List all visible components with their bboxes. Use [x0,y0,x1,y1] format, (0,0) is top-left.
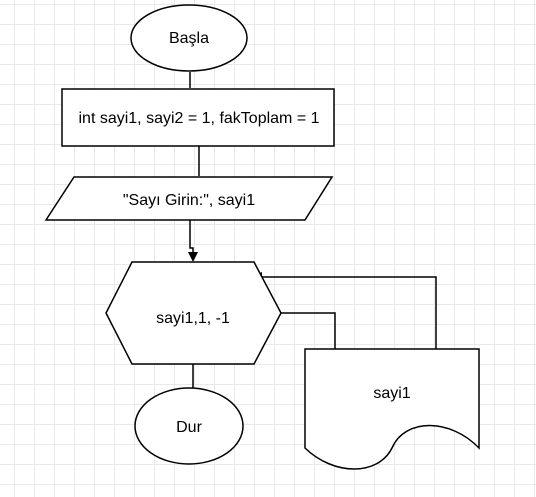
loop-label: sayi1,1, -1 [156,310,230,327]
init-label: int sayi1, sayi2 = 1, fakToplam = 1 [78,110,319,127]
input-parallelogram [44,176,334,221]
start-terminator [130,4,248,72]
connector-loop-output [281,312,336,349]
output-label: sayi1 [373,385,410,402]
arrow-output-loop [252,272,437,349]
output-document [304,348,480,470]
input-label: "Sayı Girin:", sayi1 [123,192,255,209]
init-process [61,88,335,147]
end-terminator [134,387,244,465]
arrow-input-loop [188,220,198,262]
end-label: Dur [176,419,202,436]
loop-hexagon [105,261,282,365]
start-label: Başla [169,30,209,47]
